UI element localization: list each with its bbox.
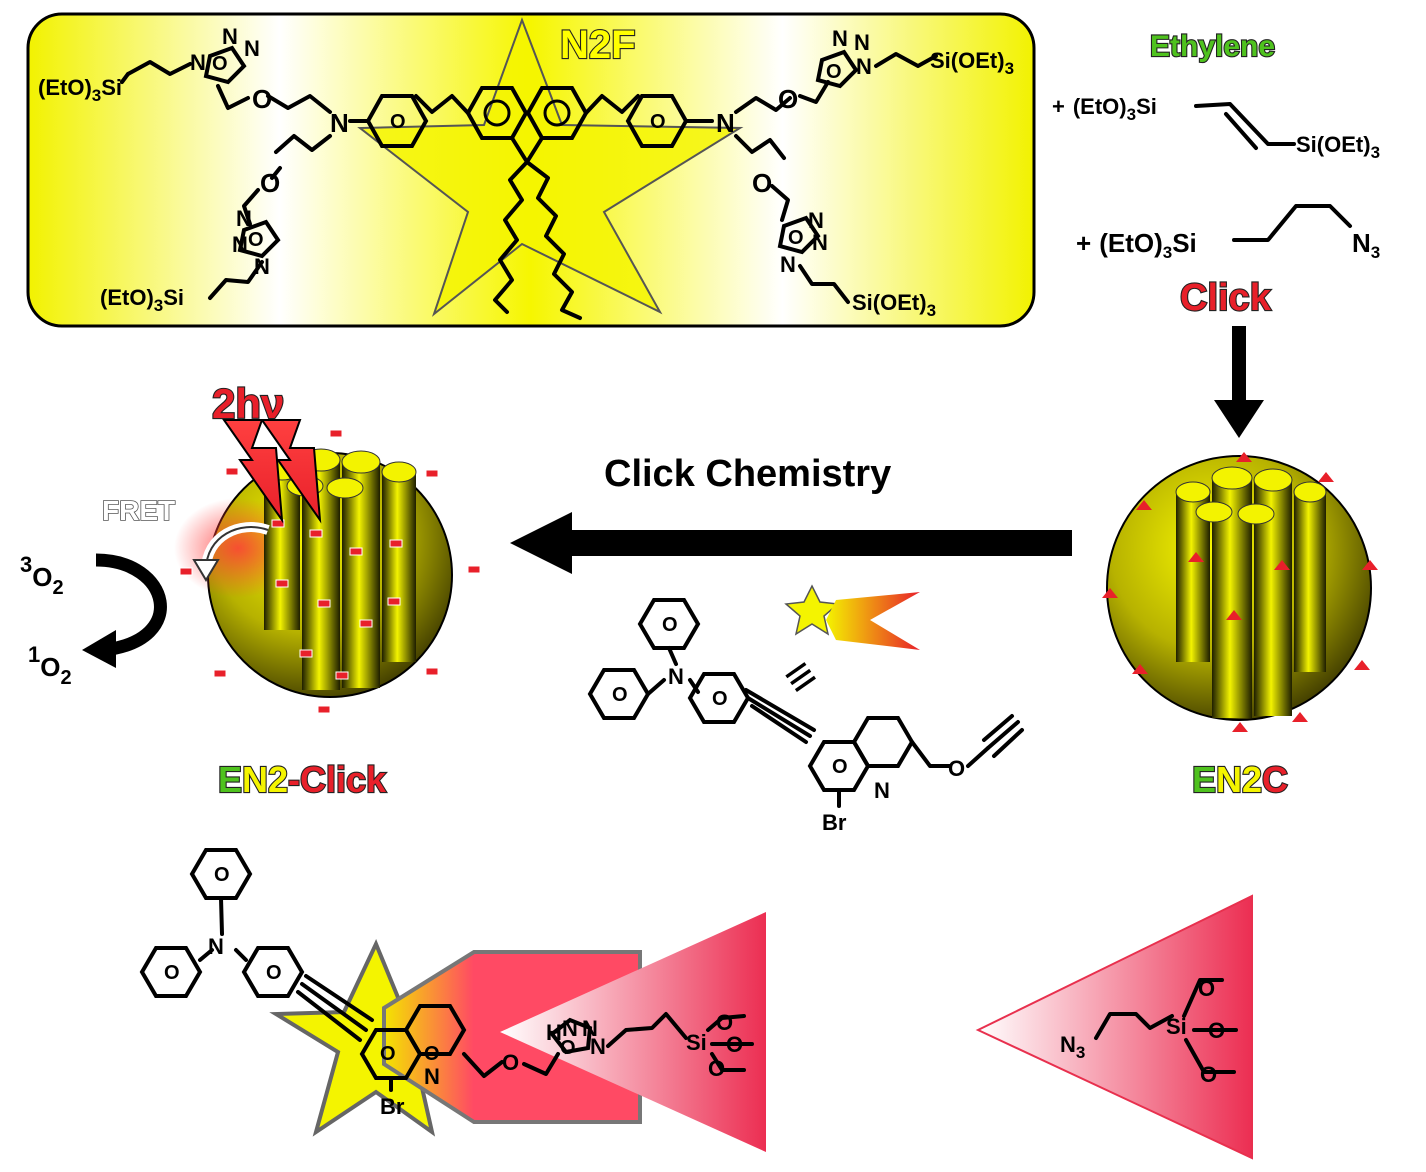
ethylene-label: Ethylene — [1150, 30, 1275, 63]
svg-text:Si(OEt)3: Si(OEt)3 — [930, 48, 1014, 78]
en2-click-particle: 2hν FRET — [101, 379, 481, 714]
svg-text:O: O — [266, 962, 282, 984]
equiv-symbol: ≡ — [774, 648, 827, 707]
triazole-top-left: N N N O (EtO)3Si — [38, 24, 260, 105]
en2c-label: EN2C — [1192, 759, 1288, 800]
triazole-bottom-left: N N O N (EtO)3Si — [100, 206, 281, 315]
svg-text:O: O — [832, 756, 848, 778]
svg-text:O: O — [948, 756, 965, 781]
mini-dye-icon — [784, 584, 840, 636]
svg-text:Si(OEt)3: Si(OEt)3 — [1296, 132, 1380, 162]
n2f-title: N2F — [560, 23, 636, 67]
svg-text:N: N — [856, 54, 872, 79]
svg-text:O: O — [716, 1010, 733, 1035]
svg-text:N: N — [716, 108, 735, 138]
down-arrow — [1214, 326, 1264, 438]
svg-text:O: O — [502, 1050, 519, 1075]
svg-text:1O2: 1O2 — [28, 642, 72, 689]
svg-text:(EtO)3Si: (EtO)3Si — [100, 285, 184, 315]
svg-text:O: O — [164, 962, 180, 984]
oxygen-conversion: 3O2 1O2 — [20, 552, 167, 689]
svg-text:Br: Br — [822, 810, 847, 835]
svg-text:N: N — [812, 230, 828, 255]
svg-text:O: O — [650, 111, 666, 133]
svg-text:O: O — [708, 1056, 725, 1081]
svg-text:O: O — [1200, 1062, 1217, 1087]
svg-text:3O2: 3O2 — [20, 552, 64, 599]
svg-text:N: N — [874, 778, 890, 803]
svg-text:N: N — [832, 26, 848, 51]
svg-text:N: N — [222, 24, 238, 49]
svg-text:O: O — [1198, 976, 1215, 1001]
svg-text:N: N — [562, 1016, 578, 1041]
svg-text:N: N — [424, 1064, 440, 1089]
svg-text:N: N — [330, 108, 349, 138]
svg-text:N: N — [244, 36, 260, 61]
svg-text:O: O — [380, 1043, 396, 1065]
svg-text:O: O — [214, 864, 230, 886]
svg-text:Si: Si — [686, 1030, 707, 1055]
click-chemistry-arrow: Click Chemistry — [510, 453, 1072, 574]
svg-text:H: H — [546, 1020, 562, 1045]
svg-text:O: O — [248, 229, 264, 251]
svg-text:O: O — [612, 684, 628, 706]
en2-click-label: EN2-Click — [218, 759, 387, 800]
svg-text:N: N — [208, 934, 224, 959]
svg-text:O: O — [662, 614, 678, 636]
svg-text:O: O — [390, 111, 406, 133]
svg-text:O: O — [752, 168, 772, 198]
svg-text:N: N — [780, 252, 796, 277]
right-phenyl-amine: O N O O — [625, 80, 830, 222]
click-label: Click — [1180, 277, 1272, 319]
n2f-panel: N2F O N O O — [26, 12, 1036, 328]
triazole-top-right: N N N O Si(OEt)3 — [815, 26, 1014, 89]
svg-text:O: O — [788, 227, 804, 249]
svg-text:N: N — [190, 50, 206, 75]
dye-molecule-middle: O O N O O N Br O ≡ — [587, 584, 1024, 835]
svg-text:N: N — [668, 664, 684, 689]
svg-text:N: N — [808, 208, 824, 233]
svg-text:N3: N3 — [1352, 228, 1380, 262]
svg-text:N: N — [232, 232, 248, 257]
svg-text:O: O — [424, 1043, 440, 1065]
svg-text:Si(OEt)3: Si(OEt)3 — [852, 290, 936, 320]
svg-text:N: N — [590, 1034, 606, 1059]
svg-text:N: N — [582, 1016, 598, 1041]
svg-text:O: O — [252, 84, 272, 114]
svg-text:N: N — [854, 30, 870, 55]
svg-text:(EtO)3Si: (EtO)3Si — [38, 75, 122, 105]
left-phenyl-amine: O N O O — [216, 84, 429, 226]
ethylene-silane: +(EtO)3Si — [1052, 94, 1157, 124]
svg-text:N3: N3 — [1060, 1032, 1085, 1062]
svg-text:N: N — [254, 254, 270, 279]
reagents: Ethylene +(EtO)3Si Si(OEt)3 +(EtO)3Si N3… — [1052, 29, 1380, 438]
svg-text:O: O — [560, 1037, 576, 1059]
svg-text:O: O — [712, 688, 728, 710]
svg-text:O: O — [826, 61, 842, 83]
en2c-particle — [1102, 452, 1378, 732]
svg-text:N: N — [236, 206, 252, 231]
lightning-bolts — [222, 419, 322, 524]
svg-text:O: O — [212, 53, 228, 75]
svg-text:O: O — [726, 1032, 743, 1057]
fret-label: FRET — [102, 495, 175, 526]
azidopropyl-silane: +(EtO)3Si — [1076, 228, 1197, 262]
triazole-bottom-right: N N O N Si(OEt)3 — [777, 208, 936, 320]
svg-text:Br: Br — [380, 1094, 405, 1119]
azide-markers — [1102, 452, 1378, 732]
svg-text:O: O — [1208, 1018, 1225, 1043]
two-hv-label: 2hν — [212, 380, 284, 427]
clicked-dye: O O N O O O N Br O H N N O N Si O O O — [139, 848, 766, 1152]
azide-silane-triangle: N3 Si O O O — [975, 894, 1253, 1160]
svg-text:O: O — [778, 84, 798, 114]
svg-text:Si: Si — [1166, 1014, 1187, 1039]
fluorene-core — [414, 86, 640, 320]
dye-markers — [179, 429, 481, 714]
click-chemistry-label: Click Chemistry — [604, 453, 891, 495]
